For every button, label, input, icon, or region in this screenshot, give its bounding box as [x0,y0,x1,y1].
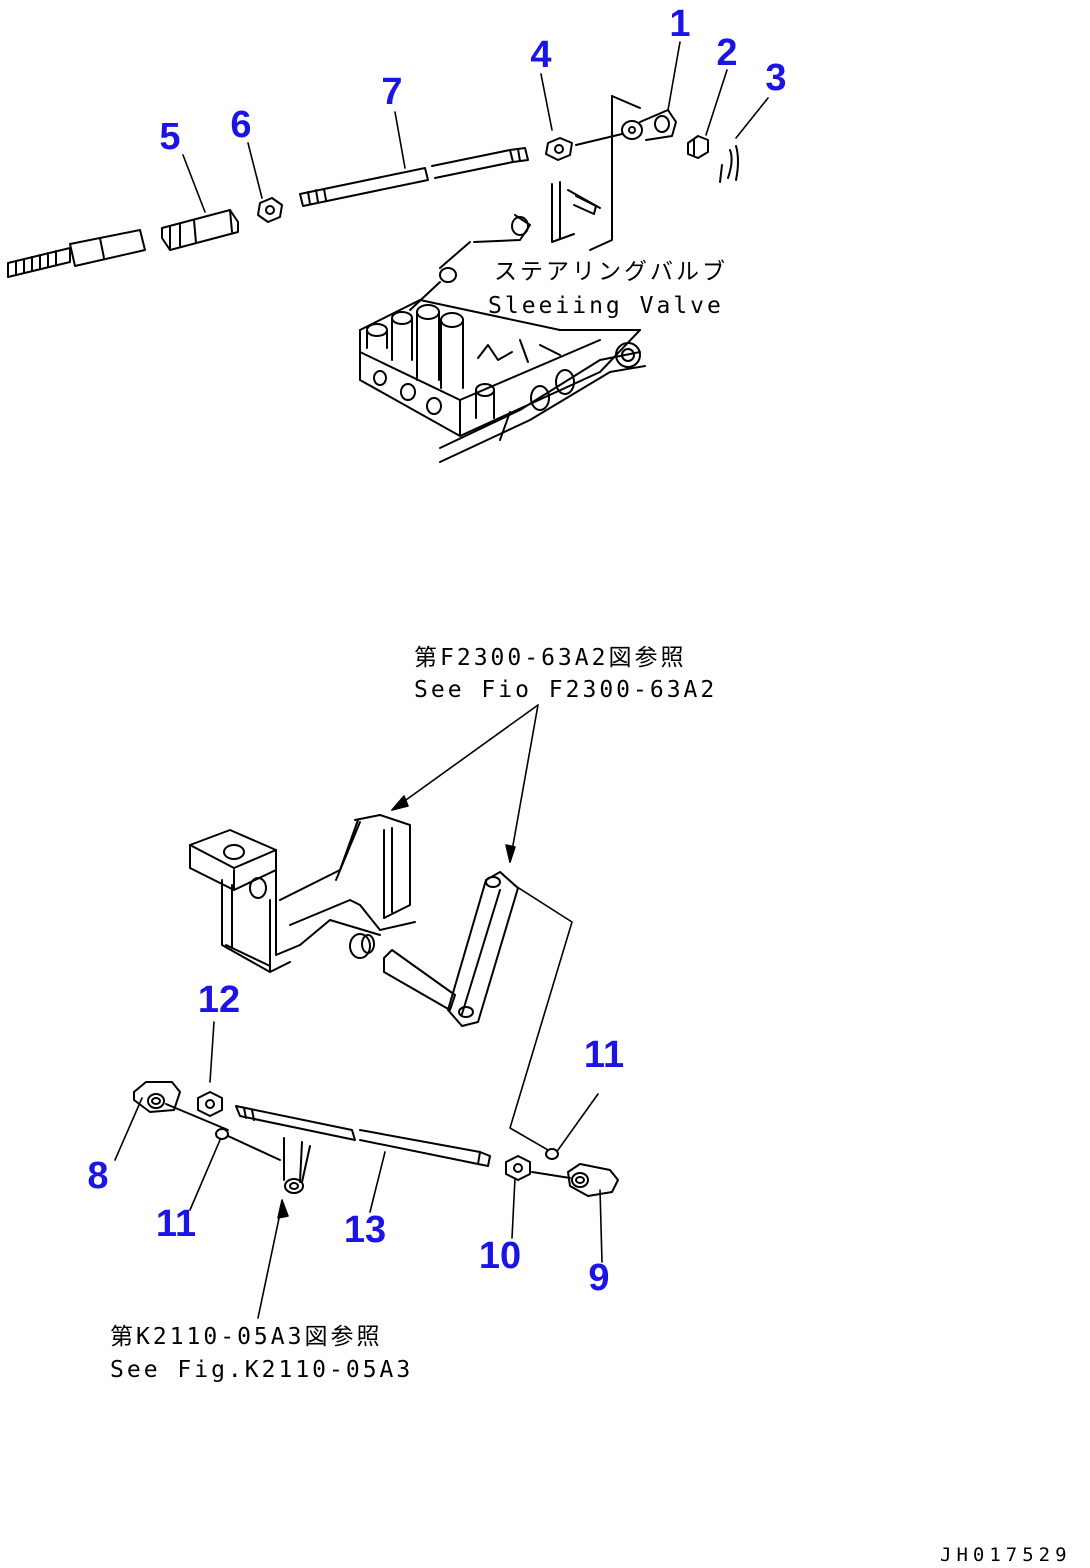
reference-arrows-top [391,704,539,863]
reference-note-top-jp: 第F2300-63A2図参照 [414,645,687,671]
steering-valve-label-jp: ステアリングバルブ [494,259,728,285]
callout-10: 10 [478,1235,522,1277]
part-7-rod [299,147,529,207]
callout-11-left: 11 [155,1203,197,1245]
pedal-lever [383,871,519,1027]
part-9-clevis [531,1163,619,1197]
callout-4: 4 [530,34,552,76]
callout-7: 7 [381,71,403,113]
callout-2: 2 [716,32,738,74]
part-3-cotter-pin [719,145,739,183]
part-10-nut [505,1155,531,1181]
callout-1: 1 [669,3,691,45]
drawing-code: JH017529 [940,1544,1072,1566]
steering-valve-body [359,241,646,463]
steering-valve-label-en: Sleeiing Valve [488,293,724,319]
reference-note-top-en: See Fio F2300-63A2 [414,677,718,703]
callout-6: 6 [230,104,252,146]
part-8-clevis [133,1081,229,1131]
reference-note-bottom-en: See Fig.K2110-05A3 [110,1357,414,1383]
part-4-nut [545,137,573,161]
part-2-nut [687,135,709,159]
callout-13: 13 [343,1209,387,1251]
leader-lines-top [182,41,769,213]
reference-note-bottom-jp: 第K2110-05A3図参照 [110,1324,383,1350]
leader-lines-bottom [114,1021,603,1263]
valve-mounting-bracket [473,95,641,251]
pedal-bracket [189,814,416,973]
callout-3: 3 [765,57,787,99]
part-11-left-washer [215,1128,281,1161]
reference-arrow-bottom [257,1199,289,1319]
part-1-clevis [575,109,677,146]
part-13-rod [235,1105,491,1194]
callout-9: 9 [588,1257,610,1299]
callout-11-right: 11 [583,1034,625,1076]
part-5-coupling [161,209,239,251]
callout-5: 5 [159,116,181,158]
phantom-line [509,884,573,1151]
part-6-nut [257,197,283,223]
callout-12: 12 [197,979,241,1021]
callout-8: 8 [87,1155,109,1197]
part-11-right-washer [545,1148,559,1160]
part-12-nut [197,1091,223,1117]
rod-end-left [7,229,146,278]
